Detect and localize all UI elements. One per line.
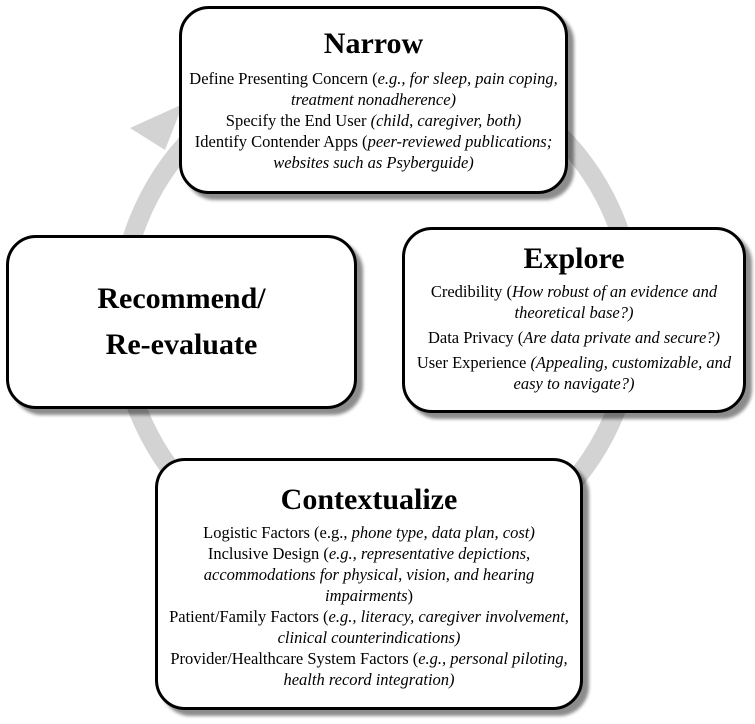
explore-item-user-experience: User Experience (Appealing, customizable… (405, 352, 743, 394)
narrow-item-italic: peer-reviewed publications; websites suc… (273, 131, 553, 172)
contextualize-item-tail: ) (407, 585, 414, 605)
narrow-item-end-user: Specify the End User (child, caregiver, … (182, 110, 565, 131)
contextualize-item-text: Patient/Family Factors ( (169, 606, 329, 626)
contextualize-item-patient-family: Patient/Family Factors (e.g., literacy, … (158, 606, 580, 648)
narrow-item-italic: (child, caregiver, both) (370, 110, 522, 130)
recommend-title-line2: Re-evaluate (105, 328, 258, 361)
cycle-arrowhead (130, 104, 183, 150)
narrow-item-presenting-concern: Define Presenting Concern (e.g., for sle… (182, 68, 565, 110)
narrow-item-text: Identify Contender Apps ( (194, 131, 368, 151)
contextualize-item-text: Inclusive Design ( (207, 543, 329, 563)
explore-box: Explore Credibility (How robust of an ev… (402, 227, 746, 413)
contextualize-item-logistic: Logistic Factors (e.g., phone type, data… (158, 522, 580, 543)
contextualize-item-provider: Provider/Healthcare System Factors (e.g.… (158, 648, 580, 690)
contextualize-item-inclusive-design: Inclusive Design (e.g., representative d… (158, 543, 580, 606)
explore-item-text: Data Privacy ( (427, 327, 524, 347)
narrow-title: Narrow (323, 27, 424, 60)
contextualize-item-italic: e.g., personal piloting, health record i… (283, 648, 568, 689)
contextualize-item-text: Logistic Factors (e.g., (203, 522, 352, 542)
recommend-box: Recommend/ Re-evaluate (6, 235, 357, 409)
explore-item-credibility: Credibility (How robust of an evidence a… (405, 281, 743, 323)
explore-item-data-privacy: Data Privacy (Are data private and secur… (405, 327, 743, 348)
explore-item-italic: How robust of an evidence and theoretica… (511, 281, 718, 322)
explore-item-text: User Experience (416, 352, 531, 372)
narrow-item-text: Define Presenting Concern ( (189, 68, 378, 88)
contextualize-item-italic: phone type, data plan, cost) (351, 522, 535, 542)
explore-item-italic: (Appealing, customizable, and easy to na… (513, 352, 732, 393)
recommend-title-line1: Recommend/ (97, 282, 266, 315)
recommend-title: Recommend/ Re-evaluate (97, 276, 265, 368)
explore-title: Explore (523, 242, 625, 275)
contextualize-title: Contextualize (280, 483, 458, 516)
narrow-item-contender-apps: Identify Contender Apps (peer-reviewed p… (182, 131, 565, 173)
explore-item-italic: Are data private and secure?) (523, 327, 721, 347)
narrow-item-italic: e.g., for sleep, pain coping, treatment … (290, 68, 558, 109)
narrow-box: Narrow Define Presenting Concern (e.g., … (179, 6, 568, 194)
contextualize-box: Contextualize Logistic Factors (e.g., ph… (155, 458, 583, 710)
explore-item-text: Credibility ( (430, 281, 512, 301)
contextualize-item-italic: e.g., literacy, caregiver involvement, c… (277, 606, 569, 647)
contextualize-item-text: Provider/Healthcare System Factors ( (170, 648, 419, 668)
narrow-item-text: Specify the End User (225, 110, 371, 130)
contextualize-item-italic: e.g., representative depictions, accommo… (203, 543, 535, 605)
